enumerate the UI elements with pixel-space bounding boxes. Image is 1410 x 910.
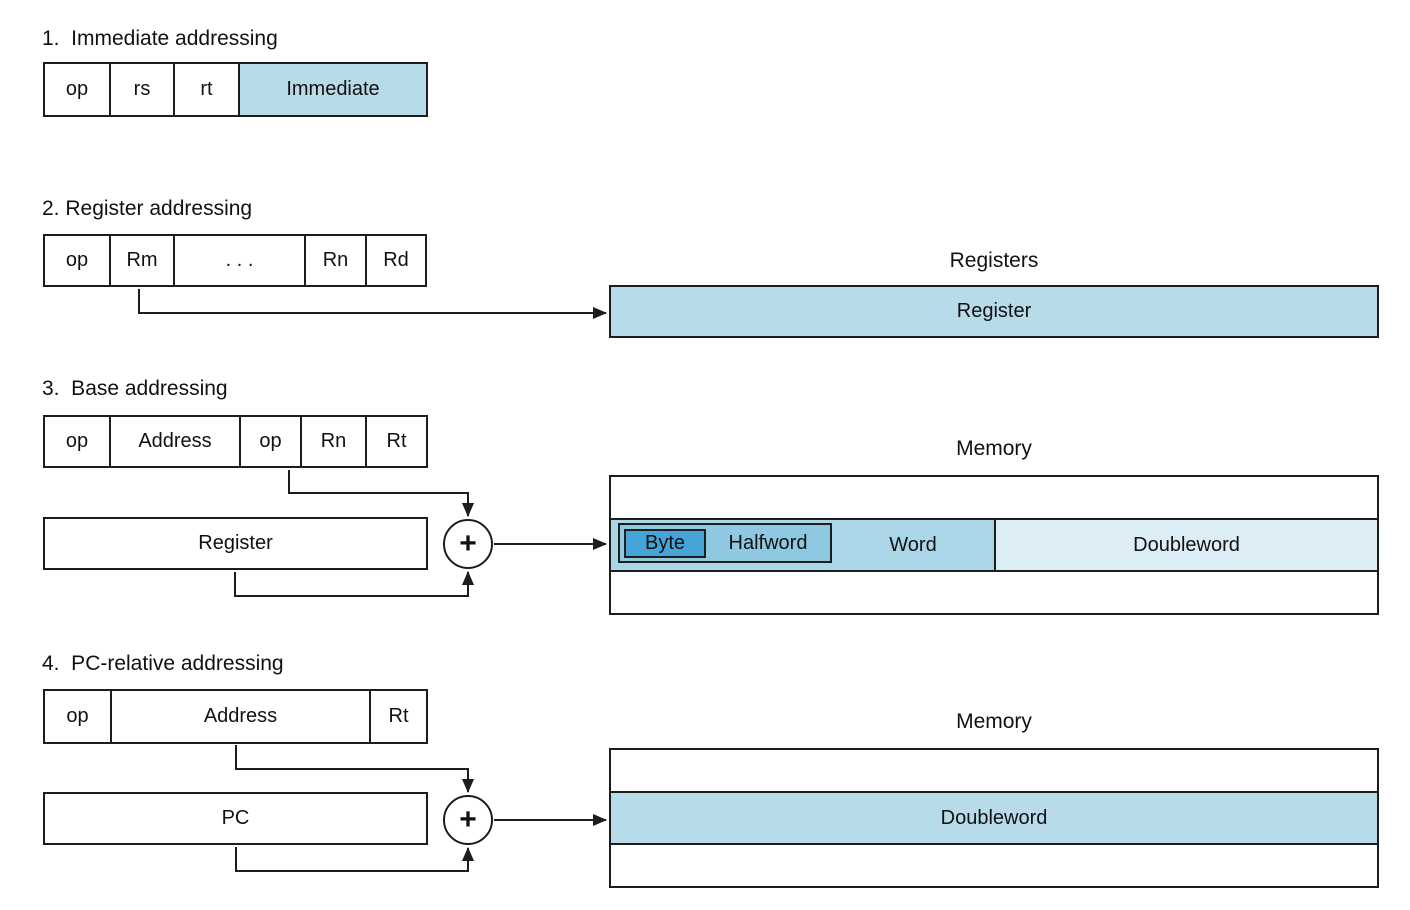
field-ellipsis: . . . <box>173 236 304 285</box>
field-op: op <box>65 78 89 100</box>
field-address: Address <box>110 691 369 742</box>
doubleword-region: Doubleword <box>994 520 1377 570</box>
section-2-title: 2. Register addressing <box>42 197 253 220</box>
field-rt: Rt <box>365 417 426 466</box>
field-op: op <box>65 430 89 452</box>
field-rd: Rd <box>365 236 425 285</box>
rm-to-register-wire <box>138 289 607 319</box>
field-address: Address <box>109 417 239 466</box>
field-rm: Rm <box>109 236 173 285</box>
field-rs: rs <box>109 64 173 115</box>
field-rt: Rt <box>369 691 426 742</box>
field-op: op <box>66 705 89 727</box>
registers-title: Registers <box>949 249 1039 272</box>
section-1-title: 1. Immediate addressing <box>42 27 278 50</box>
adder-circle: + <box>443 795 493 845</box>
plus-icon: + <box>459 803 477 836</box>
word-label: Word <box>889 533 937 556</box>
register-target-box: Register <box>609 285 1379 338</box>
memory-box: Doubleword <box>609 748 1379 888</box>
field-immediate: Immediate <box>238 64 426 115</box>
memory-title: Memory <box>956 710 1032 733</box>
pcrel-pc-to-adder-wire <box>235 847 474 872</box>
section-3-title: 3. Base addressing <box>42 377 228 400</box>
field-op: op <box>65 249 89 271</box>
doubleword-row: Doubleword <box>611 791 1377 845</box>
halfword-box: Byte Halfword <box>618 523 832 563</box>
byte-box: Byte <box>624 528 706 558</box>
pcrel-instruction-format: op Address Rt <box>43 689 428 744</box>
base-register-to-adder-wire <box>234 571 474 597</box>
field-op2: op <box>239 417 300 466</box>
field-rn: Rn <box>300 417 365 466</box>
halfword-label: Halfword <box>728 531 808 554</box>
immediate-instruction-format: op rs rt Immediate <box>43 62 428 117</box>
pc-box: PC <box>43 792 428 845</box>
memory-box: Byte Halfword Word Doubleword <box>609 475 1379 615</box>
field-rn: Rn <box>304 236 365 285</box>
memory-title: Memory <box>956 437 1032 460</box>
pcrel-address-to-adder-wire <box>235 745 474 793</box>
memory-highlight-row: Byte Halfword Word Doubleword <box>611 518 1377 572</box>
adder-circle: + <box>443 519 493 569</box>
base-instruction-format: op Address op Rn Rt <box>43 415 428 468</box>
plus-icon: + <box>459 527 477 560</box>
register-instruction-format: op Rm . . . Rn Rd <box>43 234 427 287</box>
word-region: Byte Halfword Word <box>611 520 994 570</box>
base-register-box: Register <box>43 517 428 570</box>
base-op-to-adder-wire <box>288 470 474 517</box>
field-rt: rt <box>173 64 238 115</box>
section-4-title: 4. PC-relative addressing <box>42 652 284 675</box>
